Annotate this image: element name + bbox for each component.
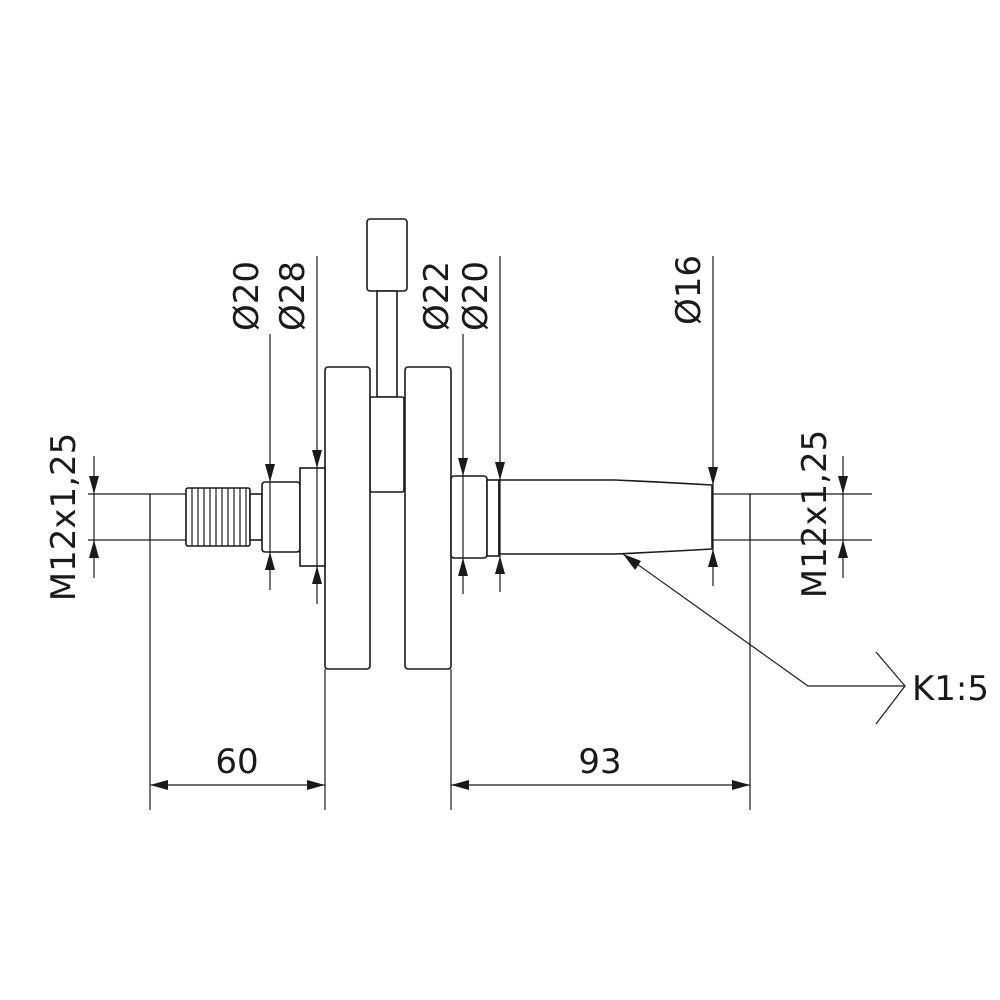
dimension-dia-right-seat: Ø22 — [417, 261, 468, 594]
crank-pin — [369, 396, 405, 493]
left-thread-end — [149, 493, 187, 541]
dia-taper-end-label: Ø16 — [669, 255, 709, 325]
dimension-93: 93 — [451, 742, 750, 790]
right-crank-web — [404, 366, 452, 670]
dia-right-seat-label: Ø22 — [417, 261, 457, 331]
left-crank-web — [324, 366, 371, 670]
dimension-left-thread: M12x1,25 — [44, 433, 99, 601]
connecting-rod-head — [366, 218, 408, 292]
dia-left-journal-label: Ø20 — [227, 261, 267, 331]
extension-lines — [88, 493, 872, 810]
dimension-60: 60 — [150, 742, 325, 790]
left-seat — [299, 467, 326, 567]
right-journal — [486, 479, 500, 557]
tapered-section — [498, 479, 713, 555]
right-thread-label: M12x1,25 — [795, 430, 835, 598]
dimension-dia-right-journal: Ø20 — [456, 256, 505, 592]
connecting-rod-shank — [376, 290, 398, 398]
left-thread-label: M12x1,25 — [44, 433, 84, 601]
left-neck — [249, 493, 263, 541]
dimension-dia-left-journal: Ø20 — [227, 261, 275, 590]
dimension-dia-left-seat: Ø28 — [273, 256, 322, 604]
dimension-93-label: 93 — [578, 742, 621, 782]
spline-teeth — [191, 488, 247, 546]
right-thread-end — [711, 493, 751, 541]
crankshaft-part — [149, 218, 751, 670]
left-journal — [261, 481, 301, 553]
dimension-dia-taper-end: Ø16 — [669, 255, 718, 586]
right-seat — [450, 475, 488, 559]
dimension-60-label: 60 — [215, 742, 258, 782]
taper-callout: K1:5 — [622, 553, 989, 725]
dia-left-seat-label: Ø28 — [273, 261, 313, 331]
dimension-right-thread: M12x1,25 — [795, 430, 848, 598]
taper-callout-label: K1:5 — [912, 669, 989, 709]
dia-right-journal-label: Ø20 — [456, 261, 496, 331]
